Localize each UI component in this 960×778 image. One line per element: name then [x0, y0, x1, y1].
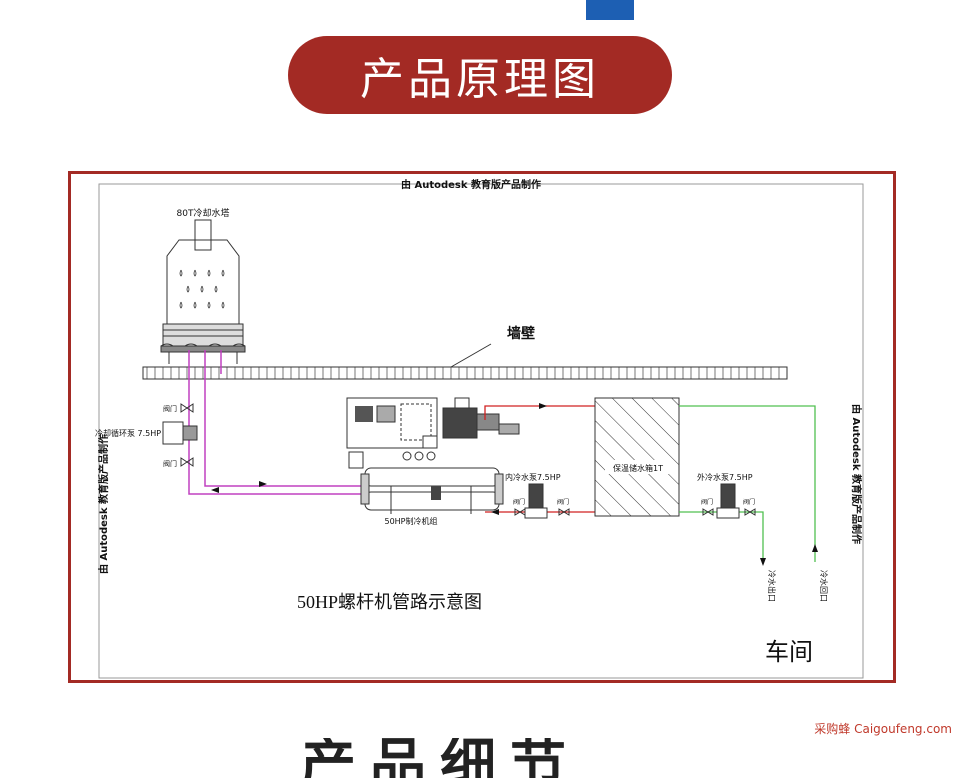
cooling-tower-label: 80T冷却水塔 — [177, 207, 230, 219]
watermark-text: 采购蜂 Caigoufeng.com — [814, 722, 952, 736]
autodesk-left-text: 由 Autodesk 教育版产品制作 — [97, 434, 110, 574]
valve-label-lower: 阀门 — [163, 459, 177, 468]
wall: 墙壁 — [142, 325, 788, 380]
tower-body — [166, 239, 240, 325]
chiller-unit: 50HP制冷机组 — [346, 397, 520, 526]
tower-fan-motor — [194, 219, 212, 251]
wall-label: 墙壁 — [507, 325, 535, 342]
valve-label-inner-b: 阀门 — [557, 498, 569, 506]
cooling-water-pipes — [188, 350, 361, 495]
section-title-banner: 产品原理图 — [288, 36, 672, 114]
diagram-frame: 由 Autodesk 教育版产品制作 由 Autodesk 教育版产品制作 由 … — [68, 171, 896, 683]
next-section-heading-text: 产品细节 — [300, 738, 580, 778]
outer-water-pipes — [679, 405, 816, 562]
valve-label-inner-a: 阀门 — [513, 498, 525, 506]
storage-tank: 保温储水箱1T — [594, 397, 680, 517]
cold-water-out-label: 冷水出口 — [767, 570, 777, 602]
outer-pump: 外冷水泵7.5HP 阀门 阀门 — [697, 472, 756, 519]
workshop-label: 车间 — [765, 638, 813, 666]
tower-fill-layer — [162, 323, 244, 347]
inner-pump-label: 内冷水泵7.5HP — [505, 472, 561, 482]
section-title: 产品原理图 — [360, 54, 600, 105]
pipeline-diagram: 由 Autodesk 教育版产品制作 由 Autodesk 教育版产品制作 由 … — [95, 178, 864, 679]
diagram-caption: 50HP螺杆机管路示意图 — [297, 592, 482, 612]
valve-label-outer-a: 阀门 — [701, 498, 713, 506]
cooling-pump: 阀门 冷却循环泵 7.5HP 阀门 — [95, 403, 198, 468]
chiller-unit-label: 50HP制冷机组 — [384, 516, 437, 526]
autodesk-top-text: 由 Autodesk 教育版产品制作 — [401, 178, 541, 191]
outer-pump-label: 外冷水泵7.5HP — [697, 472, 753, 482]
storage-tank-label: 保温储水箱1T — [613, 463, 663, 473]
cooling-tower: 80T冷却水塔 — [160, 207, 246, 364]
drawing-border — [98, 183, 864, 679]
valve-label-upper: 阀门 — [163, 404, 177, 413]
top-blue-decoration — [586, 0, 634, 20]
next-section-heading: 产品细节 — [300, 738, 660, 778]
inner-pump: 内冷水泵7.5HP 阀门 阀门 — [505, 472, 570, 519]
autodesk-right-text: 由 Autodesk 教育版产品制作 — [850, 404, 863, 544]
cooling-pump-label: 冷却循环泵 7.5HP — [95, 428, 161, 438]
cold-water-return-label: 冷水回口 — [819, 570, 829, 602]
tower-basin — [160, 345, 246, 353]
valve-label-outer-b: 阀门 — [743, 498, 755, 506]
